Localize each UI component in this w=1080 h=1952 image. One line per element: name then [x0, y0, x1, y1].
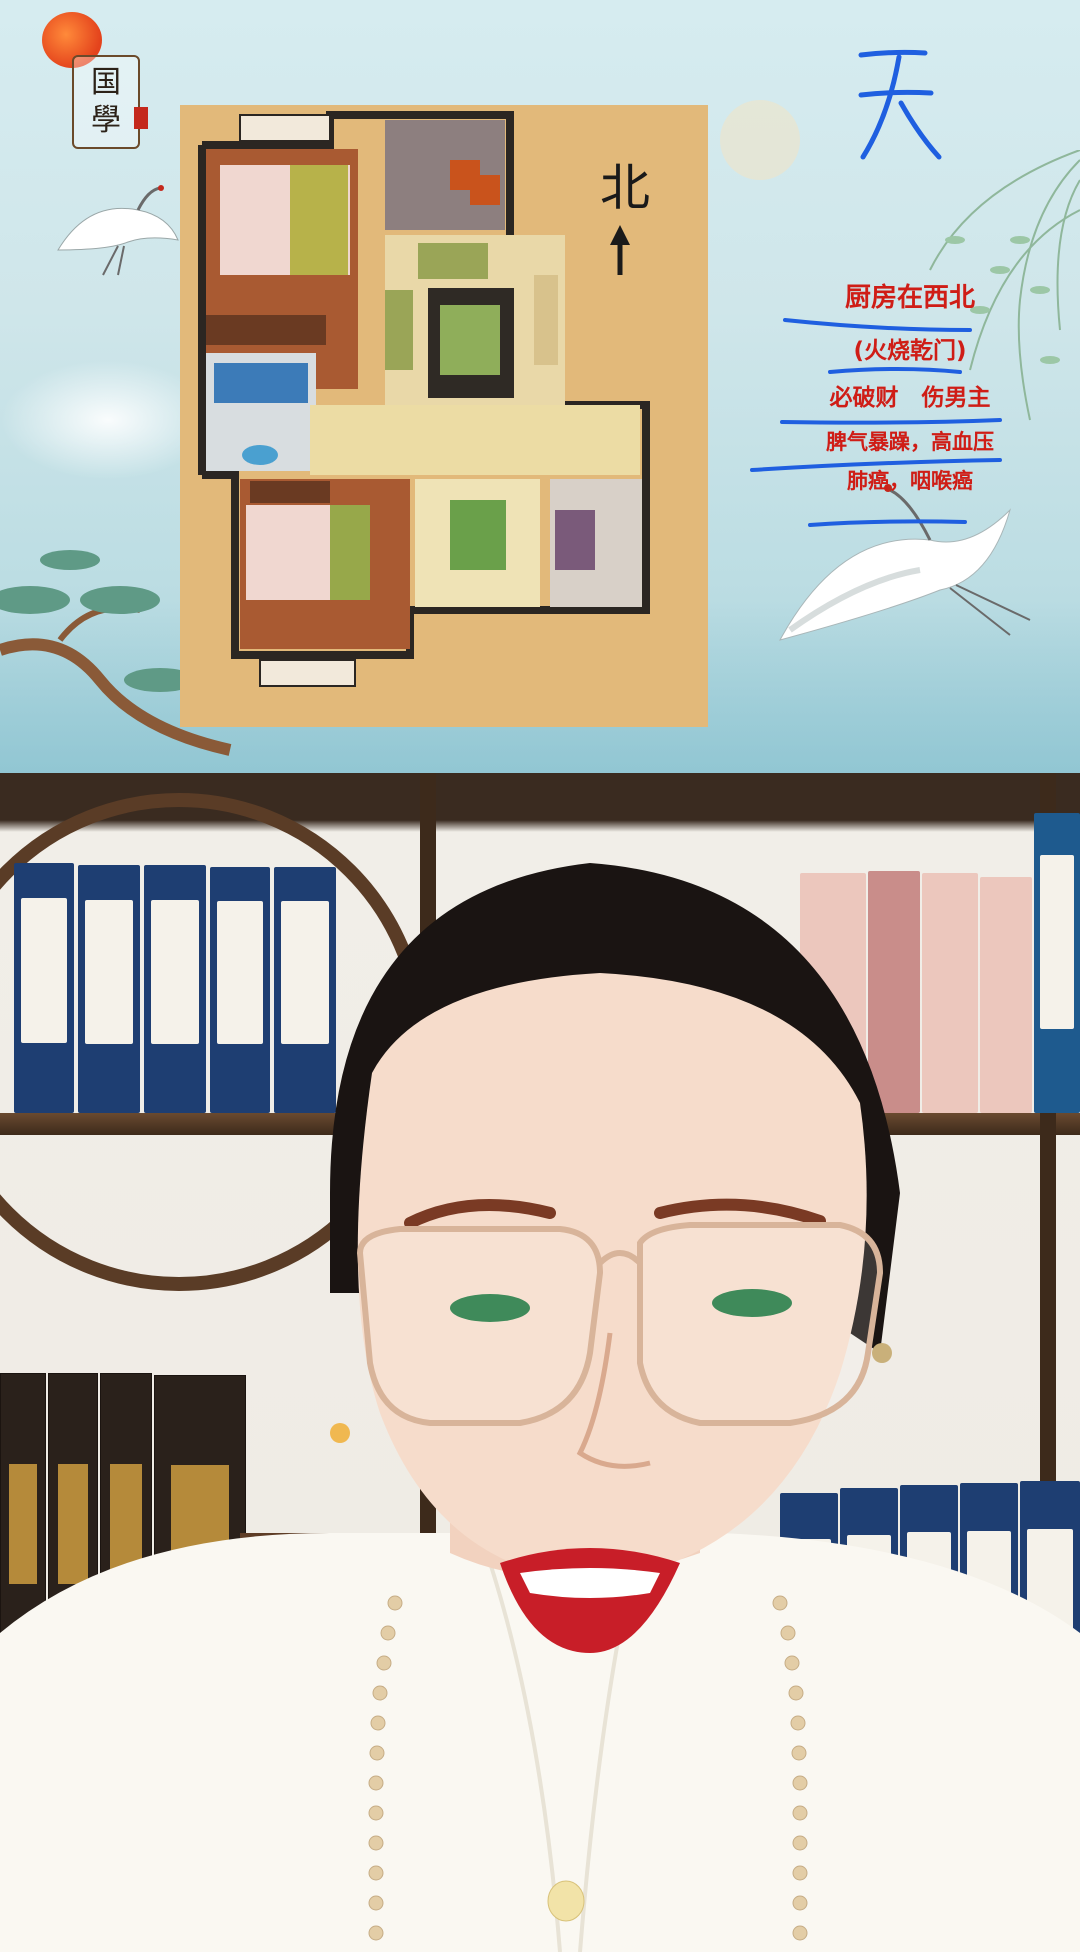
moon-decoration [720, 100, 800, 180]
book [144, 865, 206, 1113]
book [922, 873, 978, 1113]
book [980, 877, 1032, 1113]
crane-right-icon [778, 484, 1031, 641]
annotation-line-4: 脾气暴躁，高血压 [826, 430, 994, 454]
book [14, 863, 74, 1113]
annotation-line-2: (火烧乾门) [853, 338, 967, 364]
pine-branch-icon [0, 550, 232, 756]
book [78, 865, 140, 1113]
north-char: 北 [600, 159, 650, 217]
annotation-line-1: 厨房在西北 [844, 283, 975, 313]
annotation-line-5: 肺癌，咽喉癌 [847, 469, 973, 493]
book [274, 867, 336, 1113]
book [1034, 813, 1080, 1113]
book [0, 1373, 46, 1675]
logo-char-1: 国 [91, 65, 121, 100]
guoxue-logo: 国 學 [72, 55, 148, 149]
floorplan-image: 北 [180, 105, 708, 727]
book [868, 871, 920, 1113]
slide-panel: 国 學 [0, 0, 1080, 773]
book [210, 867, 270, 1113]
camera-feed [0, 773, 1080, 1952]
crane-left-icon [57, 185, 179, 276]
presenter-figure [0, 863, 1080, 1952]
willow-icon [929, 150, 1080, 421]
cloud-decoration [0, 360, 180, 480]
annotation-line-3: 必破财 伤男主 [829, 385, 991, 411]
handwritten-char-icon [858, 49, 942, 160]
seal-stamp [134, 107, 148, 129]
logo-char-2: 學 [91, 103, 121, 138]
